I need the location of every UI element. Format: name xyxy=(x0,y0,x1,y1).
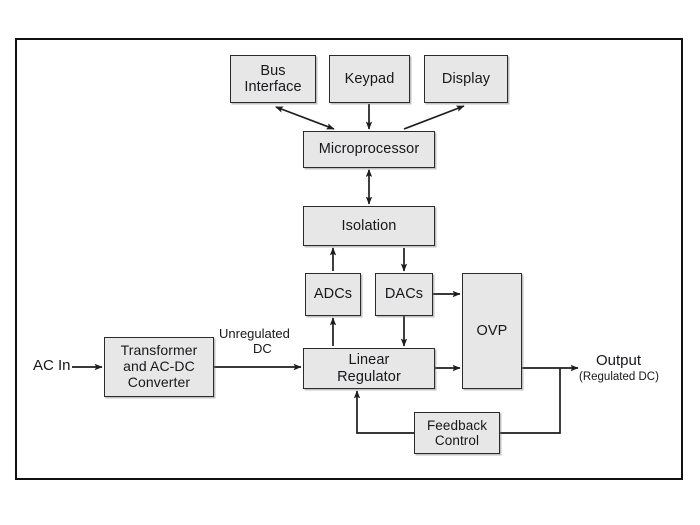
block-adcs[interactable]: ADCs xyxy=(305,273,361,316)
conn-feedback-regulator xyxy=(353,390,414,434)
block-bus-interface-line1: Bus xyxy=(260,62,286,79)
block-ovp[interactable]: OVP xyxy=(462,273,522,389)
block-display[interactable]: Display xyxy=(424,55,508,103)
block-isolation-label: Isolation xyxy=(341,217,397,234)
block-keypad[interactable]: Keypad xyxy=(329,55,410,103)
conn-bus-micro xyxy=(275,106,335,130)
block-microprocessor-label: Microprocessor xyxy=(318,141,420,158)
label-output: Output xyxy=(596,352,642,369)
conn-micro-display xyxy=(403,105,465,130)
block-isolation[interactable]: Isolation xyxy=(303,206,435,246)
block-microprocessor[interactable]: Microprocessor xyxy=(303,131,435,168)
block-transformer-line1: Transformer xyxy=(120,342,198,359)
block-feedback-control[interactable]: Feedback Control xyxy=(414,412,500,454)
block-linear-regulator-line2: Regulator xyxy=(337,368,401,385)
block-linear-regulator-line1: Linear xyxy=(348,352,390,369)
label-unregulated-dc-line1: Unregulated xyxy=(219,326,290,341)
block-feedback-control-line2: Control xyxy=(434,433,480,448)
block-display-label: Display xyxy=(441,70,491,87)
label-ac-in: AC In xyxy=(33,357,71,374)
diagram-frame xyxy=(15,38,683,480)
block-transformer[interactable]: Transformer and AC-DC Converter xyxy=(104,337,214,397)
label-unregulated-dc-line2: DC xyxy=(253,341,272,356)
block-linear-regulator[interactable]: Linear Regulator xyxy=(303,348,435,389)
block-dacs-label: DACs xyxy=(384,286,424,303)
conn-output-feedback xyxy=(500,368,561,434)
block-transformer-line3: Converter xyxy=(127,373,191,390)
block-keypad-label: Keypad xyxy=(344,70,395,87)
block-bus-interface-line2: Interface xyxy=(244,79,302,95)
block-ovp-label: OVP xyxy=(476,322,508,339)
block-dacs[interactable]: DACs xyxy=(375,273,433,316)
block-feedback-control-line1: Feedback xyxy=(426,417,488,433)
block-bus-interface[interactable]: Bus Interface xyxy=(230,55,316,103)
block-transformer-line2: and AC-DC xyxy=(123,358,195,375)
block-adcs-label: ADCs xyxy=(313,286,353,303)
label-output-sub: (Regulated DC) xyxy=(579,371,659,383)
